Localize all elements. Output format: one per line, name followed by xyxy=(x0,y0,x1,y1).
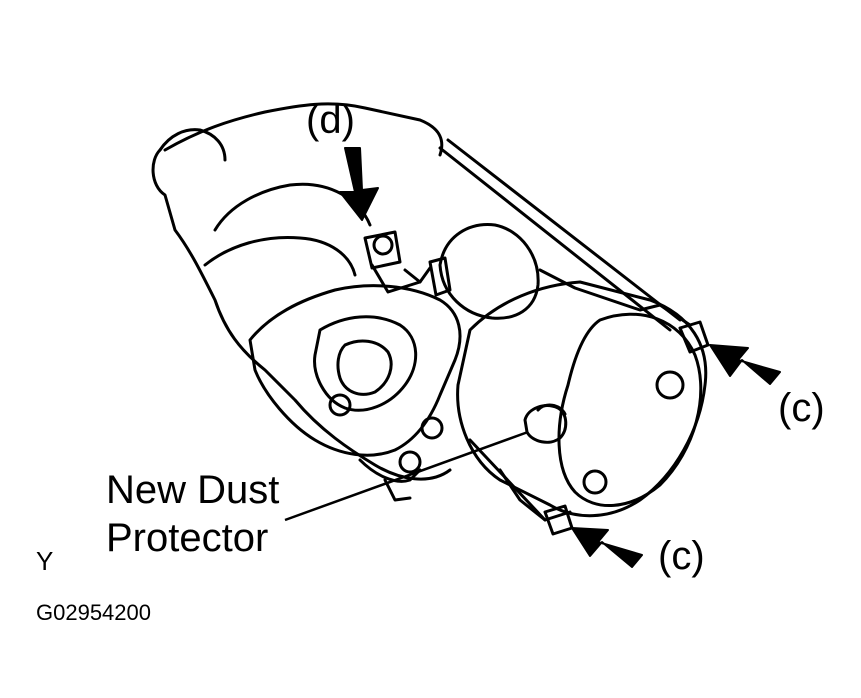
arrow-d-icon xyxy=(339,147,379,221)
terminal-stud xyxy=(363,230,402,270)
callout-text-line1: New Dust xyxy=(106,468,280,512)
figure-code: G02954200 xyxy=(36,600,151,625)
housing-top xyxy=(163,102,444,157)
callout-leader xyxy=(284,430,529,522)
dust-protector xyxy=(523,404,568,444)
arrow-c-upper-icon xyxy=(709,344,781,385)
bolt-head-upper xyxy=(678,320,710,354)
callout-text-line2: Protector xyxy=(106,516,269,560)
end-cover xyxy=(557,312,703,508)
through-bolt-upper xyxy=(438,146,672,332)
housing-nose xyxy=(158,128,227,162)
drive-housing xyxy=(151,148,452,481)
corner-mark: Y xyxy=(36,546,54,576)
label-bolt-c-lower: (c) xyxy=(658,534,705,578)
solenoid-cap xyxy=(438,223,540,320)
mounting-flange xyxy=(248,284,462,457)
arrow-c-lower-icon xyxy=(571,527,643,568)
label-bolt-d: (d) xyxy=(306,98,355,142)
label-bolt-c-upper: (c) xyxy=(778,386,825,430)
